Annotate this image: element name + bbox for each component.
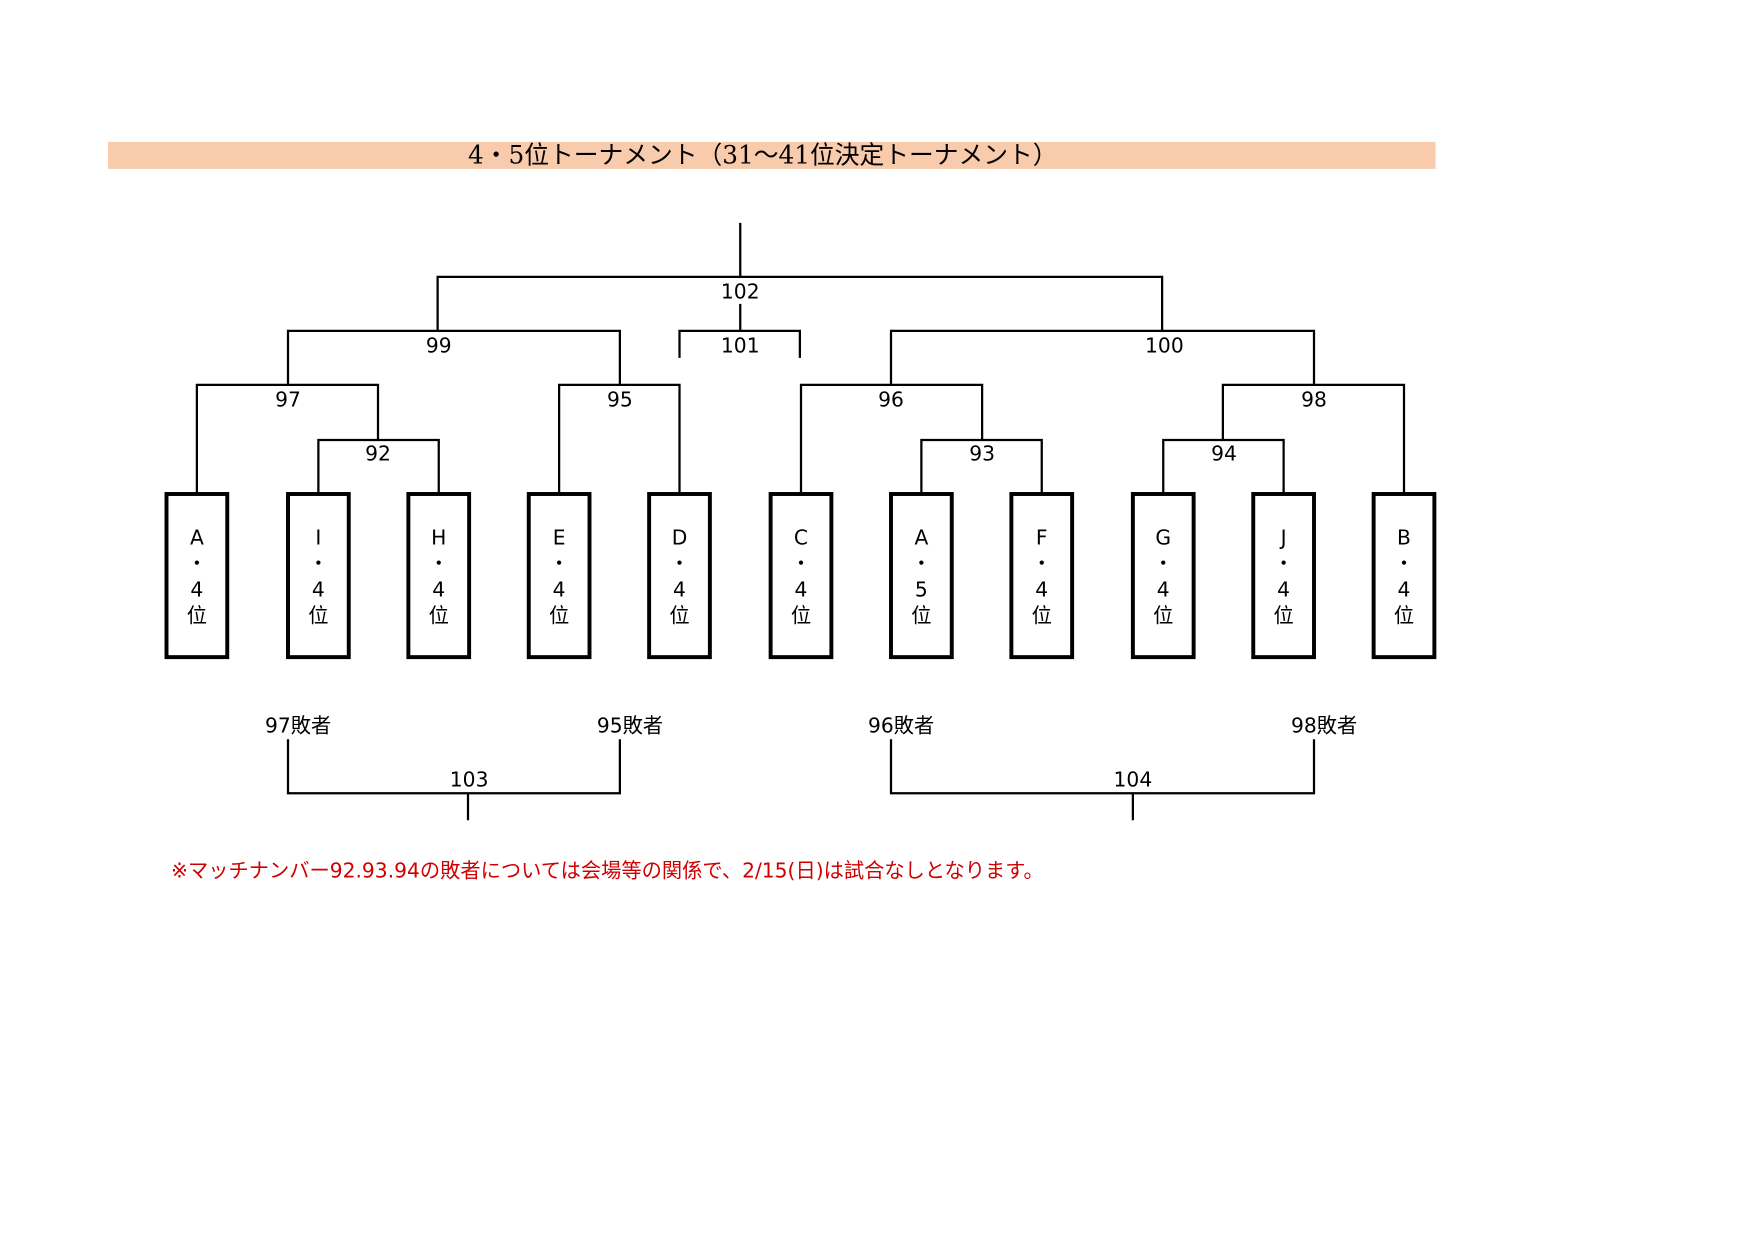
team-box-text: 4	[673, 577, 686, 601]
team-box-text: 位	[549, 603, 569, 627]
match-98: 98	[1301, 387, 1327, 411]
team-box-frame	[406, 492, 472, 660]
team-box-text: D	[672, 526, 688, 550]
team-box-text: 4	[1035, 577, 1048, 601]
match-104: 104	[1114, 768, 1153, 792]
team-box-frame	[286, 492, 351, 660]
team-box: E・4位	[526, 492, 592, 660]
match-94: 94	[1211, 441, 1237, 465]
team-box-text: 5	[915, 577, 928, 601]
team-box-text: 位	[308, 603, 328, 627]
loser-labels: 97敗者 95敗者 96敗者 98敗者	[265, 714, 1357, 738]
team-box-text: 位	[1394, 603, 1414, 627]
team-box-text: 4	[1277, 577, 1290, 601]
team-box-text: ・	[791, 552, 811, 576]
team-box-text: 位	[187, 603, 207, 627]
team-box-text: ・	[911, 552, 931, 576]
team-box: D・4位	[647, 492, 712, 660]
team-box-text: B	[1397, 526, 1411, 550]
team-box-text: 位	[911, 603, 931, 627]
title-band	[108, 141, 1436, 169]
team-box-text: 位	[669, 603, 689, 627]
team-box-text: 4	[553, 577, 566, 601]
match-102: 102	[721, 279, 760, 303]
team-box: J・4位	[1251, 492, 1316, 660]
team-box-text: ・	[549, 552, 569, 576]
match-95: 95	[607, 387, 633, 411]
team-box-text: H	[431, 526, 446, 550]
team-box-text: 位	[1153, 603, 1173, 627]
team-box: C・4位	[768, 492, 834, 660]
team-box-text: ・	[308, 552, 328, 576]
team-box-frame	[647, 492, 712, 660]
match-96: 96	[878, 387, 904, 411]
loser-96: 96敗者	[868, 714, 934, 738]
team-box-text: I	[315, 526, 321, 550]
schedule-note: ※マッチナンバー92.93.94の敗者については会場等の関係で、2/15(日)は…	[171, 859, 1044, 883]
team-box-frame	[889, 492, 954, 660]
match-93: 93	[969, 441, 995, 465]
team-box-text: A	[914, 526, 928, 550]
match-numbers: 102 99 101 100 97 95 96 98 92 93 94 103 …	[275, 279, 1327, 791]
team-box-text: ・	[1273, 552, 1293, 576]
team-box-text: ・	[669, 552, 689, 576]
match-100: 100	[1145, 333, 1184, 357]
match-99: 99	[426, 333, 452, 357]
team-box-frame	[768, 492, 834, 660]
team-box-text: 位	[1032, 603, 1052, 627]
match-101: 101	[721, 333, 760, 357]
loser-98: 98敗者	[1291, 714, 1357, 738]
team-box: H・4位	[406, 492, 472, 660]
team-box: F・4位	[1009, 492, 1075, 660]
team-box-text: 4	[432, 577, 445, 601]
team-box-text: ・	[187, 552, 207, 576]
match-97: 97	[275, 387, 301, 411]
team-box-text: G	[1155, 526, 1171, 550]
team-box-text: 4	[1398, 577, 1411, 601]
match-92: 92	[365, 441, 391, 465]
team-box-text: 位	[1273, 603, 1293, 627]
team-box-text: 4	[190, 577, 203, 601]
team-box: A・4位	[164, 492, 230, 660]
team-box-text: 位	[791, 603, 811, 627]
team-box: A・5位	[889, 492, 954, 660]
team-box-text: 4	[312, 577, 325, 601]
team-box-text: ・	[429, 552, 449, 576]
team-box: G・4位	[1130, 492, 1196, 660]
match-103: 103	[450, 768, 489, 792]
team-box-text: ・	[1153, 552, 1173, 576]
team-box-frame	[164, 492, 230, 660]
team-boxes: A・4位I・4位H・4位E・4位D・4位C・4位A・5位F・4位G・4位J・4位…	[164, 492, 1437, 660]
loser-97: 97敗者	[265, 714, 331, 738]
team-box-frame	[526, 492, 592, 660]
team-box-text: J	[1279, 526, 1287, 550]
page-title: 4・5位トーナメント（31〜41位決定トーナメント）	[468, 140, 1057, 169]
team-box-text: 4	[1157, 577, 1170, 601]
team-box-frame	[1251, 492, 1316, 660]
team-box-text: ・	[1394, 552, 1414, 576]
team-box-frame	[1130, 492, 1196, 660]
team-box-text: 4	[795, 577, 808, 601]
team-box: I・4位	[286, 492, 351, 660]
team-box-frame	[1371, 492, 1437, 660]
team-box-text: C	[794, 526, 808, 550]
team-box-text: 位	[429, 603, 449, 627]
team-box-text: F	[1036, 526, 1048, 550]
team-box-text: ・	[1032, 552, 1052, 576]
team-box-text: A	[190, 526, 204, 550]
loser-95: 95敗者	[597, 714, 663, 738]
bracket-lines	[195, 222, 1406, 821]
team-box: B・4位	[1371, 492, 1437, 660]
team-box-frame	[1009, 492, 1075, 660]
team-box-text: E	[553, 526, 566, 550]
